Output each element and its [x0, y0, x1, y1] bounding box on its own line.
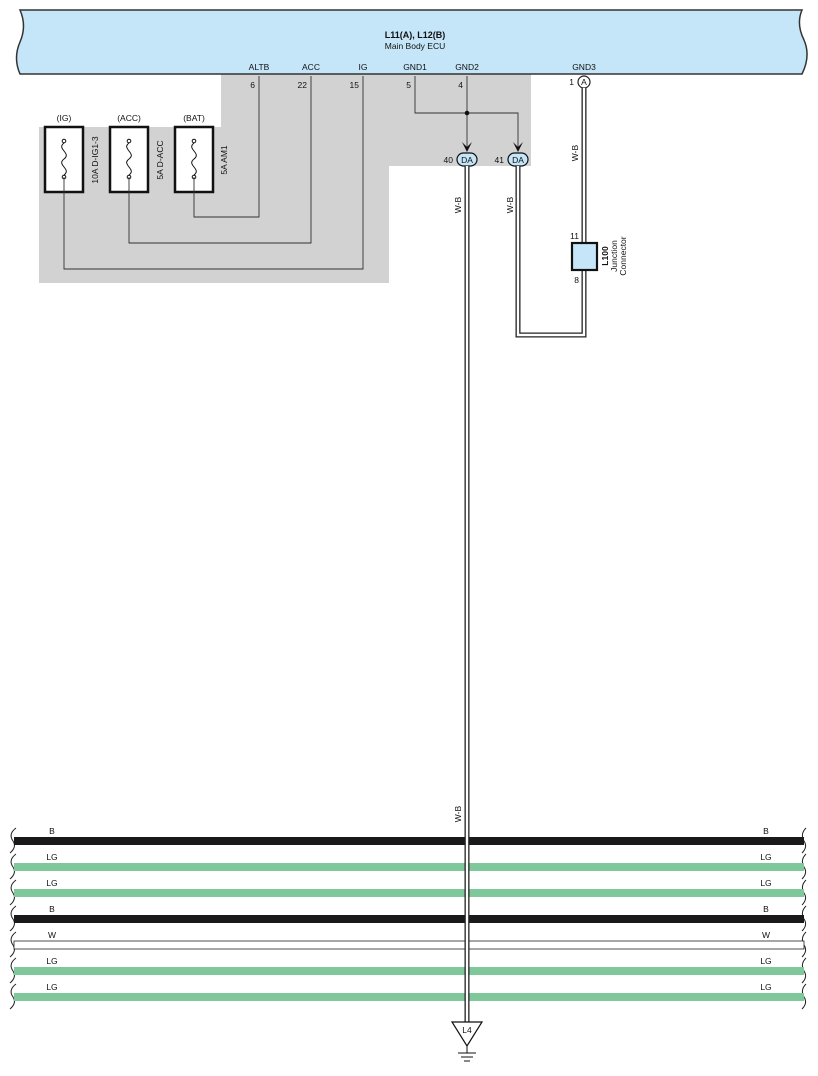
harness-wire-3: LG LG — [9, 878, 807, 906]
harness-wire-4-line — [14, 915, 804, 923]
junction-id: L100 — [600, 246, 610, 266]
fuse-source-bat: (BAT) — [183, 113, 205, 123]
harness-wire-5-line — [13, 940, 805, 950]
fuse-source-ig: (IG) — [57, 113, 72, 123]
harness-wire-3-label-left: LG — [46, 878, 57, 888]
ecu-shaded-area — [39, 74, 531, 283]
harness-wire-2-left-break — [9, 853, 17, 880]
pin-name-acc: ACC — [302, 62, 320, 72]
splice-point — [464, 110, 470, 116]
pin-name-altb: ALTB — [249, 62, 270, 72]
harness-wire-5-label-right: W — [762, 930, 770, 940]
fuse-source-acc: (ACC) — [117, 113, 141, 123]
ground-icon — [458, 1046, 476, 1062]
harness-wire-4-label-left: B — [49, 904, 55, 914]
harness-wire-3-left-break — [9, 879, 17, 906]
pin-number-altb: 6 — [250, 80, 255, 90]
harness-wire-2-label-right: LG — [760, 852, 771, 862]
harness-wire-7-label-right: LG — [760, 982, 771, 992]
wire-label-da40: W-B — [453, 196, 463, 213]
fuse-label-acc: 5A D-ACC — [155, 140, 165, 179]
harness-wire-1-label-right: B — [763, 826, 769, 836]
gnd3-connector-label: A — [581, 77, 587, 87]
harness-wire-6-line — [14, 967, 804, 975]
wire-acc — [128, 76, 312, 244]
wire-label-lower: W-B — [453, 805, 463, 822]
harness-wire-7-line — [14, 993, 804, 1001]
pin-number-ig: 15 — [350, 80, 360, 90]
harness-wire-1-line — [14, 837, 804, 845]
fuse-element-ig — [61, 138, 67, 180]
pin-number-gnd1: 5 — [406, 80, 411, 90]
harness-wire-3-label-right: LG — [760, 878, 771, 888]
harness-wire-4-label-right: B — [763, 904, 769, 914]
harness-wire-7-label-left: LG — [46, 982, 57, 992]
wire-label-da41: W-B — [505, 196, 515, 213]
harness-wire-1-label-left: B — [49, 826, 55, 836]
harness-wire-6-left-break — [9, 957, 17, 984]
da40-pin: 40 — [444, 155, 454, 165]
harness-wire-6-label-left: LG — [46, 956, 57, 966]
fuse-label-ig: 10A D-IG1-3 — [90, 136, 100, 184]
da40-arrow — [462, 142, 472, 152]
pin-name-gnd2: GND2 — [455, 62, 479, 72]
harness-wire-3-line — [14, 889, 804, 897]
wire-label-gnd3: W-B — [570, 144, 580, 161]
da41-arrow — [513, 142, 523, 152]
harness-wire-2: LG LG — [9, 852, 807, 880]
harness-wire-6-label-right: LG — [760, 956, 771, 966]
fuse-label-bat: 5A AM1 — [219, 145, 229, 175]
harness-wire-7-left-break — [9, 983, 17, 1010]
ecu-subtitle: Main Body ECU — [385, 41, 445, 51]
da40-code: DA — [461, 155, 473, 165]
ground-label: L4 — [462, 1025, 472, 1035]
junction-name2: Connector — [618, 236, 628, 275]
da41-code: DA — [512, 155, 524, 165]
pin-name-gnd3: GND3 — [572, 62, 596, 72]
pin-number-gnd3: 1 — [569, 77, 574, 87]
wire-altb — [193, 76, 260, 218]
harness-wire-1-left-break — [9, 827, 17, 854]
ecu-box — [15, 9, 808, 75]
wire-da41-to-gnd3 — [515, 88, 587, 338]
wire-ig — [63, 76, 364, 270]
junction-connector — [570, 241, 599, 272]
da41-pin: 41 — [495, 155, 505, 165]
pin-name-gnd1: GND1 — [403, 62, 427, 72]
harness-wire-6: LG LG — [9, 956, 807, 984]
junction-pin-top: 11 — [570, 231, 579, 241]
pin-number-gnd2: 4 — [458, 80, 463, 90]
harness-wire-2-line — [14, 863, 804, 871]
ecu-title: L11(A), L12(B) — [385, 30, 446, 40]
fuse-element-acc — [126, 138, 132, 180]
harness-wire-5-label-left: W — [48, 930, 56, 940]
harness-wire-2-label-left: LG — [46, 852, 57, 862]
junction-pin-bottom: 8 — [574, 275, 579, 285]
pin-name-ig: IG — [359, 62, 368, 72]
harness-wire-4-left-break — [9, 905, 17, 932]
harness-wire-5-left-break — [9, 931, 17, 958]
pin-number-acc: 22 — [298, 80, 308, 90]
junction-name: Junction — [609, 240, 619, 272]
ground-triangle — [450, 1021, 484, 1048]
harness-wire-7: LG LG — [9, 982, 807, 1010]
